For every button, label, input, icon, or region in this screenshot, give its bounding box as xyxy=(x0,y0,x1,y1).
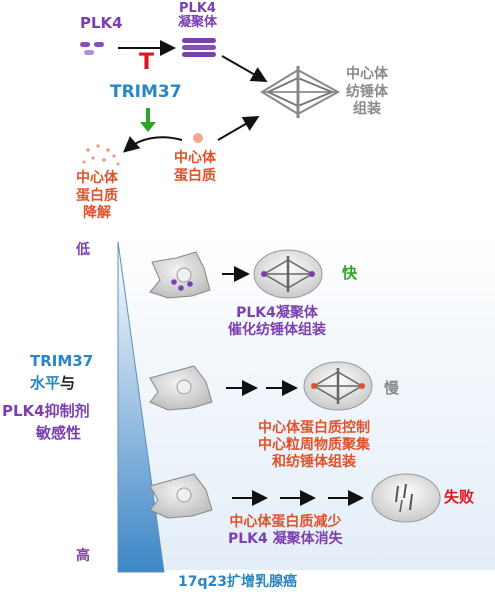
arrow-condensate-to-spindle xyxy=(221,55,268,82)
row2-caption-line2: 中心粒周物质聚集 xyxy=(258,436,370,453)
axis-label-inhibitor: PLK4抑制剂 xyxy=(2,402,90,420)
centrosome-degradation-label: 中心体 蛋白质 降解 xyxy=(76,170,118,221)
degraded-fragments-icon xyxy=(82,144,120,166)
axis-label-level: 水平 xyxy=(30,374,61,392)
row1-caption: PLK4凝聚体 催化纺锤体组装 xyxy=(228,305,326,339)
plk4-monomer-icon xyxy=(80,42,104,55)
arrow-protein-to-spindle xyxy=(217,115,260,141)
plk4-label: PLK4 xyxy=(80,14,123,32)
row3-caption: 中心体蛋白质减少 PLK4 凝聚体消失 xyxy=(228,514,343,548)
inhibition-mark: T xyxy=(139,50,155,75)
axis-label-and: 与 xyxy=(60,374,76,392)
row2-caption-line1: 中心体蛋白质控制 xyxy=(258,420,370,436)
failed-spindle-cell-icon xyxy=(371,473,441,523)
scale-low-label: 低 xyxy=(76,242,90,258)
cell-icon xyxy=(149,365,213,411)
row3-caption-line1: 中心体蛋白质减少 xyxy=(229,514,342,530)
spindle-icon xyxy=(260,66,341,118)
green-arrow-icon xyxy=(140,108,156,132)
row2-caption-line3: 和纺锤体组装 xyxy=(272,453,356,470)
axis-label-line-level: 水平与 xyxy=(30,374,75,392)
outcome-slow: 慢 xyxy=(384,379,400,397)
plk4-condensate-label: PLK4 凝聚体 xyxy=(178,1,218,31)
centrosome-protein-label: 中心体 蛋白质 xyxy=(174,150,216,184)
spindle-cell-icon xyxy=(253,249,323,299)
outcome-fail: 失败 xyxy=(444,488,475,506)
row1-caption-line2: 催化纺锤体组装 xyxy=(228,321,326,338)
row2-caption: 中心体蛋白质控制 中心粒周物质聚集 和纺锤体组装 xyxy=(258,420,370,470)
trim37-label: TRIM37 xyxy=(110,82,182,102)
row1-caption-line1: PLK4凝聚体 xyxy=(236,305,318,321)
scale-high-label: 高 xyxy=(76,548,90,564)
axis-label-trim37: TRIM37 xyxy=(30,352,94,370)
row3-caption-line2: PLK4 凝聚体消失 xyxy=(228,530,343,547)
footer-label: 17q23扩增乳腺癌 xyxy=(178,574,297,590)
plk4-condensate-icon xyxy=(182,38,216,57)
centrosome-protein-dot-icon xyxy=(193,133,203,143)
spindle-cell-icon xyxy=(303,361,373,411)
arrow-protein-to-degradation xyxy=(122,136,183,153)
outcome-fast: 快 xyxy=(342,264,358,282)
spindle-assembly-label: 中心体 纺锤体 组装 xyxy=(346,66,388,117)
axis-label-sensitivity: 敏感性 xyxy=(36,424,82,442)
cell-icon xyxy=(149,473,213,519)
cell-icon xyxy=(149,251,211,299)
